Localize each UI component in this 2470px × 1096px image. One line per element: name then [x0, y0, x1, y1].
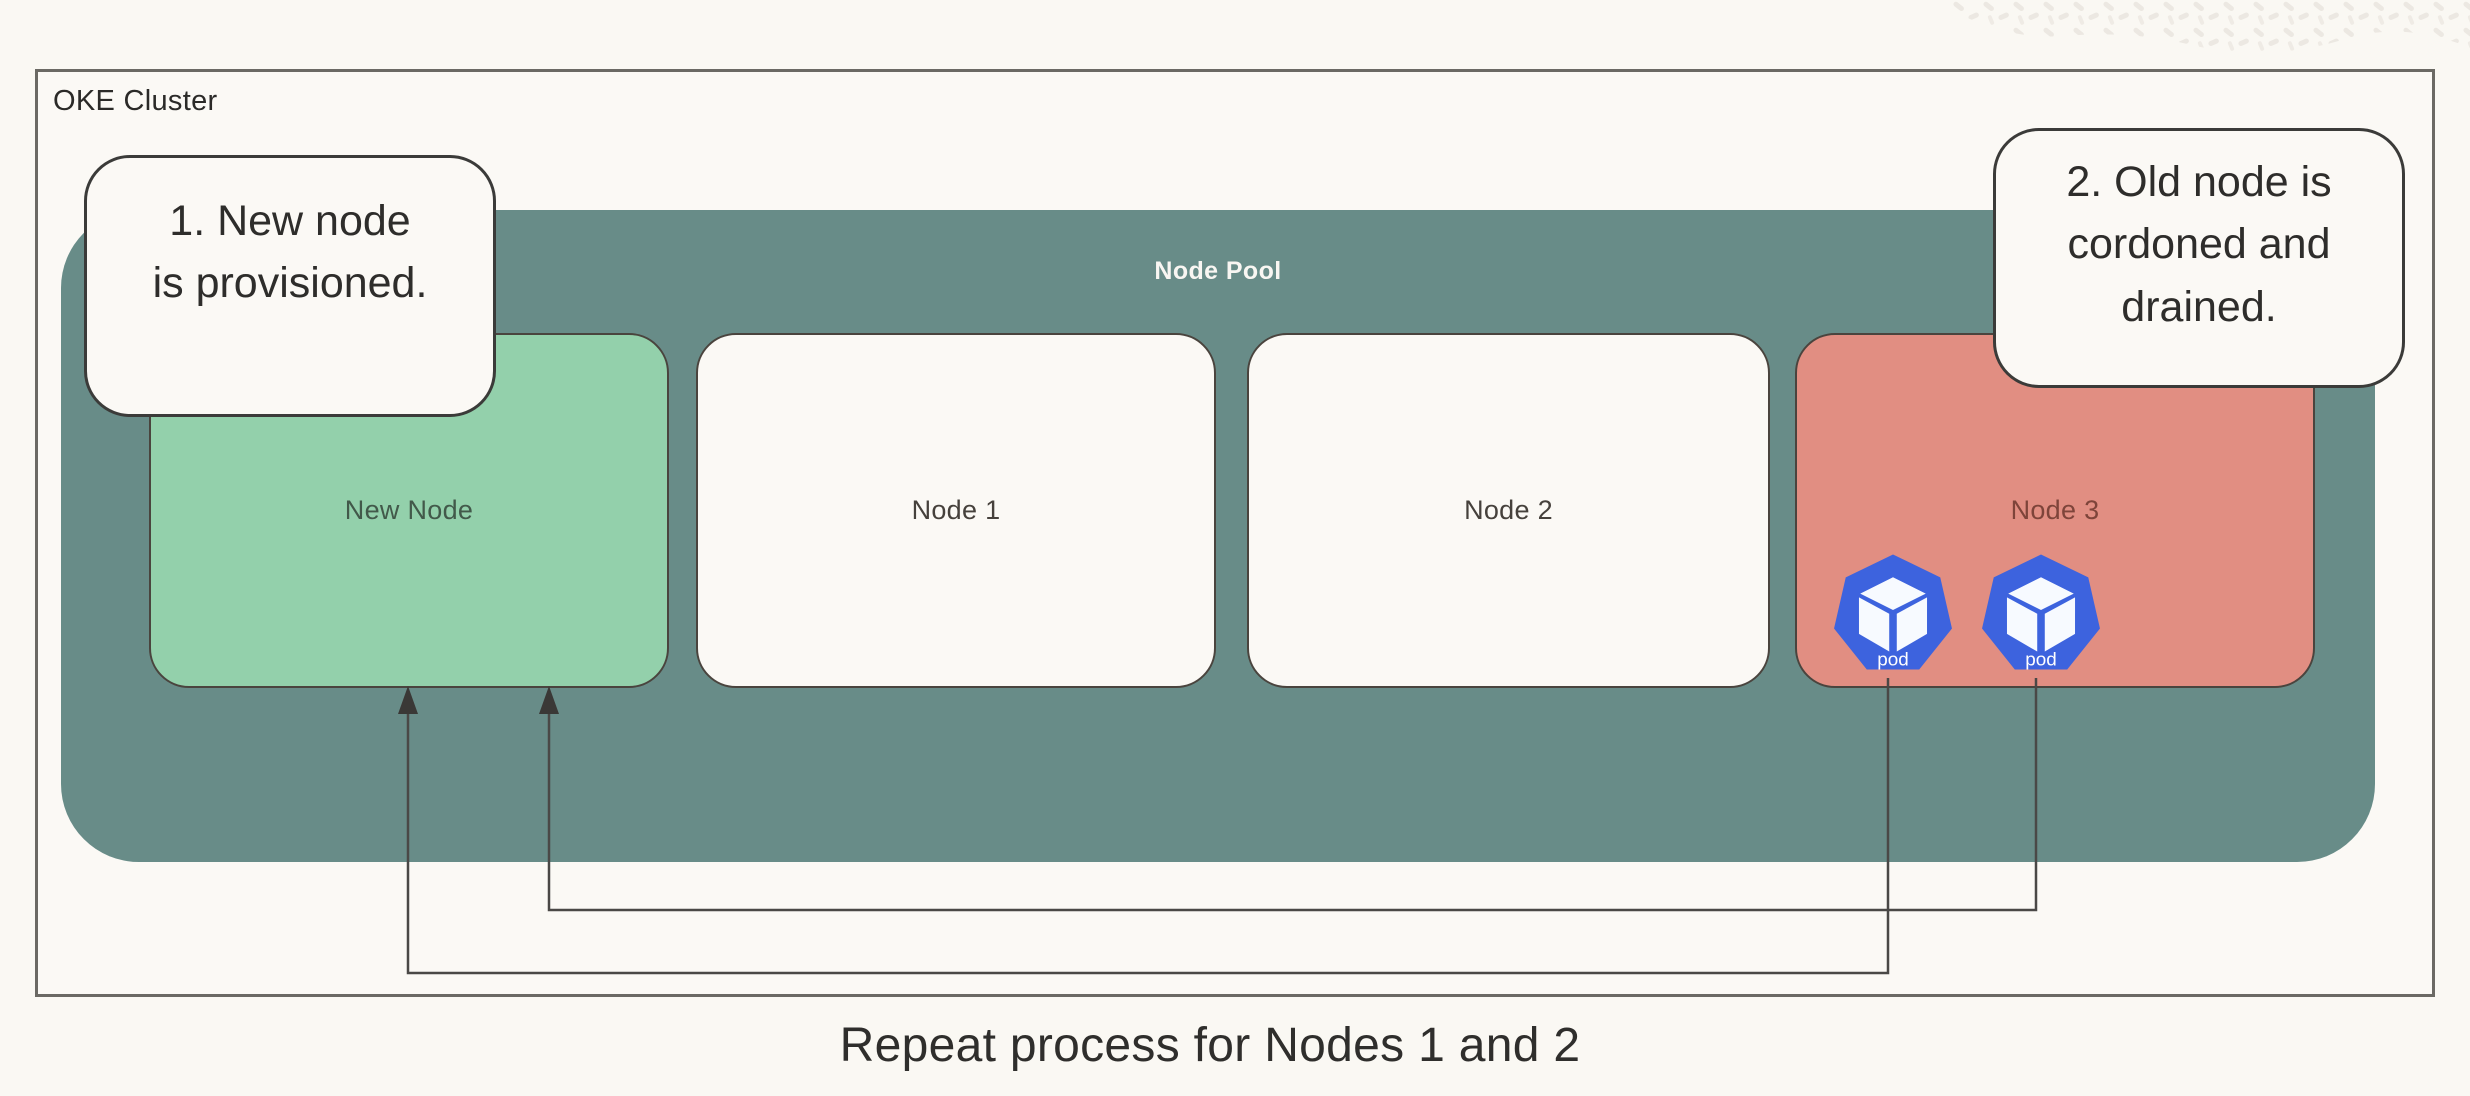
callout-text-line: is provisioned. [152, 259, 428, 308]
caption: Repeat process for Nodes 1 and 2 [839, 1019, 1581, 1072]
node-card-node-2: Node 2 [1247, 333, 1770, 688]
cube-icon [2006, 577, 2076, 652]
callout-text-line: cordoned and [2067, 220, 2331, 269]
callout-text-line: 1. New node [169, 197, 411, 245]
pod-label: pod [2025, 649, 2057, 670]
pod-label: pod [1877, 649, 1909, 670]
node-label: Node 3 [2010, 495, 2100, 525]
kubernetes-pod-icon: pod [1982, 554, 2100, 670]
kubernetes-pod-icon: pod [1834, 554, 1952, 670]
node-label: Node 1 [911, 495, 1001, 525]
cube-icon [1858, 577, 1928, 652]
callout-text-line: drained. [2121, 282, 2277, 331]
node-card-node-1: Node 1 [696, 333, 1216, 688]
node-pool-label: Node Pool [1154, 257, 1282, 285]
oke-cluster-label: OKE Cluster [53, 85, 218, 117]
confetti-pattern-decoration [1950, 0, 2470, 53]
callout-old-node-cordoned: 2. Old node is cordoned and drained. [1993, 128, 2405, 388]
node-card-node-3: Node 3 pod [1795, 333, 2315, 688]
callout-text-line: 2. Old node is [2066, 158, 2332, 206]
callout-new-node-provisioned: 1. New node is provisioned. [84, 155, 496, 417]
node-label: Node 2 [1464, 495, 1553, 525]
pod-heptagon-shape [1982, 554, 2100, 670]
node-label: New Node [344, 495, 474, 525]
pod-heptagon-shape [1834, 554, 1952, 670]
